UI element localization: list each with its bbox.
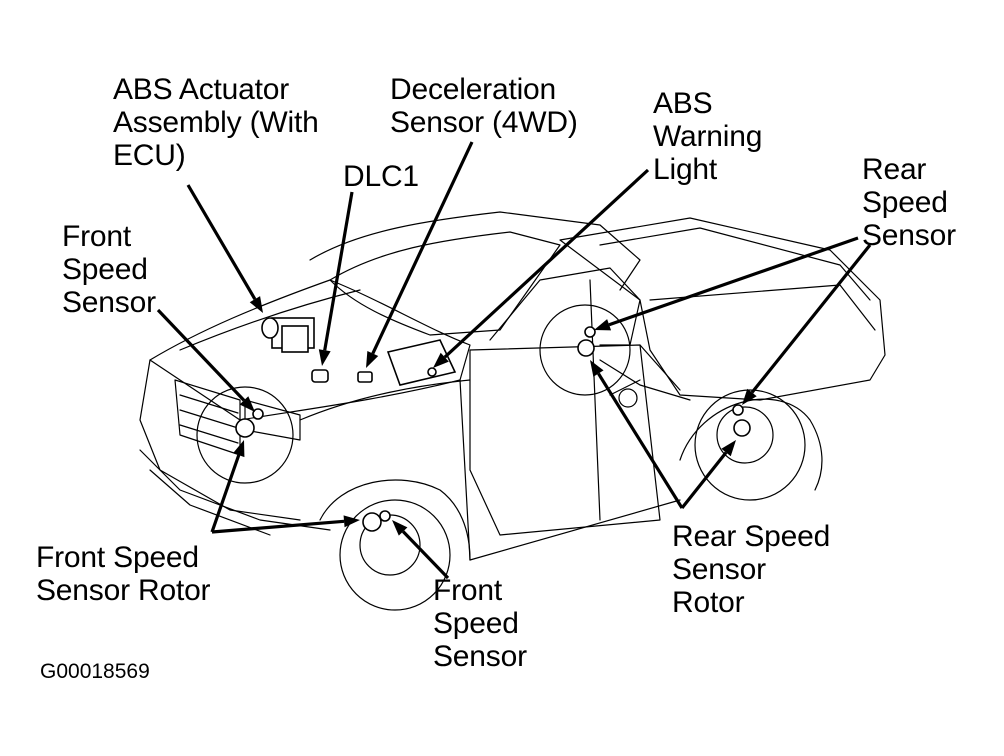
- rear-wheel-right: [694, 389, 806, 501]
- leader-front-rotor-1-arrowhead: [233, 440, 245, 458]
- leader-rear-rotor-1: [597, 372, 684, 509]
- rear-wheel-right-inner: [716, 406, 774, 464]
- leader-abs-actuator-arrowhead: [249, 296, 263, 313]
- truck-bed: [559, 217, 886, 401]
- label-line: ABS Actuator: [113, 73, 290, 106]
- leader-front-sensor-upper: [156, 308, 246, 402]
- leader-abs-actuator: [186, 184, 257, 301]
- leader-rear-rotor-1-arrowhead: [590, 360, 604, 377]
- rear-sensor-left-part: [577, 326, 596, 357]
- label-line: Sensor: [433, 640, 527, 673]
- label-line: Deceleration: [390, 73, 557, 106]
- front-fascia: [139, 359, 301, 521]
- label-line: Sensor (4WD): [390, 106, 578, 139]
- rocker: [469, 499, 681, 561]
- label-line: Speed: [862, 186, 948, 219]
- leader-dlc1-arrowhead: [318, 349, 331, 366]
- leader-rear-rotor-2-arrowhead: [721, 440, 736, 457]
- leader-lines: [156, 141, 872, 580]
- rear-wheel-left: [539, 304, 631, 396]
- hood-crease: [179, 289, 361, 351]
- label-line: ABS: [653, 87, 713, 120]
- label-line: Sensor: [62, 286, 156, 319]
- leader-front-rotor-2-arrowhead: [343, 515, 360, 528]
- front-wheel-left: [196, 386, 294, 484]
- label-line: Rotor: [672, 586, 745, 619]
- leader-front-sensor-lower: [401, 530, 450, 580]
- fender-line: [299, 379, 471, 421]
- bed-inner: [649, 284, 876, 331]
- grille: [174, 379, 241, 456]
- label-line: Front Speed: [36, 541, 199, 574]
- label-line: Warning: [653, 120, 763, 153]
- bed-rail: [599, 227, 871, 301]
- leader-front-rotor-2: [211, 519, 345, 534]
- leader-deceleration-sensor: [371, 141, 474, 355]
- differential: [618, 388, 638, 408]
- label-line: Rear Speed: [672, 520, 831, 553]
- label-line: Rear: [862, 153, 927, 186]
- windshield: [329, 231, 561, 336]
- leader-front-rotor-1: [210, 454, 241, 533]
- front-sensor-right-part: [362, 510, 391, 532]
- door-window: [489, 267, 641, 346]
- headlight: [244, 399, 301, 441]
- label-line: Sensor Rotor: [36, 574, 211, 607]
- rear-sensor-right-part: [732, 404, 751, 437]
- deceleration-sensor-part: [357, 371, 373, 383]
- rear-door-line: [589, 279, 601, 521]
- rear-axle: [599, 359, 691, 401]
- label-line: Sensor: [672, 553, 766, 586]
- label-line: Front: [62, 220, 132, 253]
- label-line: Light: [653, 153, 718, 186]
- label-line: ECU): [113, 139, 186, 172]
- dlc1-part: [311, 369, 329, 383]
- leader-front-sensor-upper-arrowhead: [239, 396, 255, 412]
- front-wheel-right: [339, 499, 451, 611]
- door: [469, 344, 661, 536]
- leader-deceleration-sensor-arrowhead: [366, 350, 379, 368]
- leader-rear-sensor-2-arrowhead: [742, 388, 757, 405]
- abs-actuator-part: [261, 317, 315, 353]
- figure-id: G00018569: [40, 660, 150, 683]
- leader-rear-rotor-2: [680, 451, 728, 509]
- leader-rear-sensor-2: [750, 244, 872, 394]
- leader-front-sensor-lower-arrowhead: [392, 520, 408, 536]
- side-body: [459, 344, 681, 561]
- label-line: Assembly (With: [113, 106, 319, 139]
- front-wheel-arch: [319, 479, 471, 561]
- label-dlc1: DLC1: [343, 160, 419, 193]
- leader-rear-sensor-1-arrowhead: [594, 319, 612, 331]
- leader-dlc1: [323, 191, 354, 351]
- label-line: DLC1: [343, 160, 419, 193]
- label-line: Speed: [433, 607, 519, 640]
- leader-abs-warning-light-arrowhead: [433, 352, 449, 368]
- front-sensor-left-part: [235, 408, 264, 438]
- cab-roof: [309, 211, 641, 291]
- warning-light-part: [386, 339, 457, 386]
- label-line: Front: [433, 574, 503, 607]
- rear-wheel-arch: [679, 398, 823, 491]
- leader-rear-sensor-1: [608, 236, 859, 327]
- label-line: Speed: [62, 253, 148, 286]
- grille-bars: [179, 394, 239, 444]
- hood: [149, 279, 471, 421]
- leader-abs-warning-light: [443, 168, 650, 359]
- label-line: Sensor: [862, 219, 956, 252]
